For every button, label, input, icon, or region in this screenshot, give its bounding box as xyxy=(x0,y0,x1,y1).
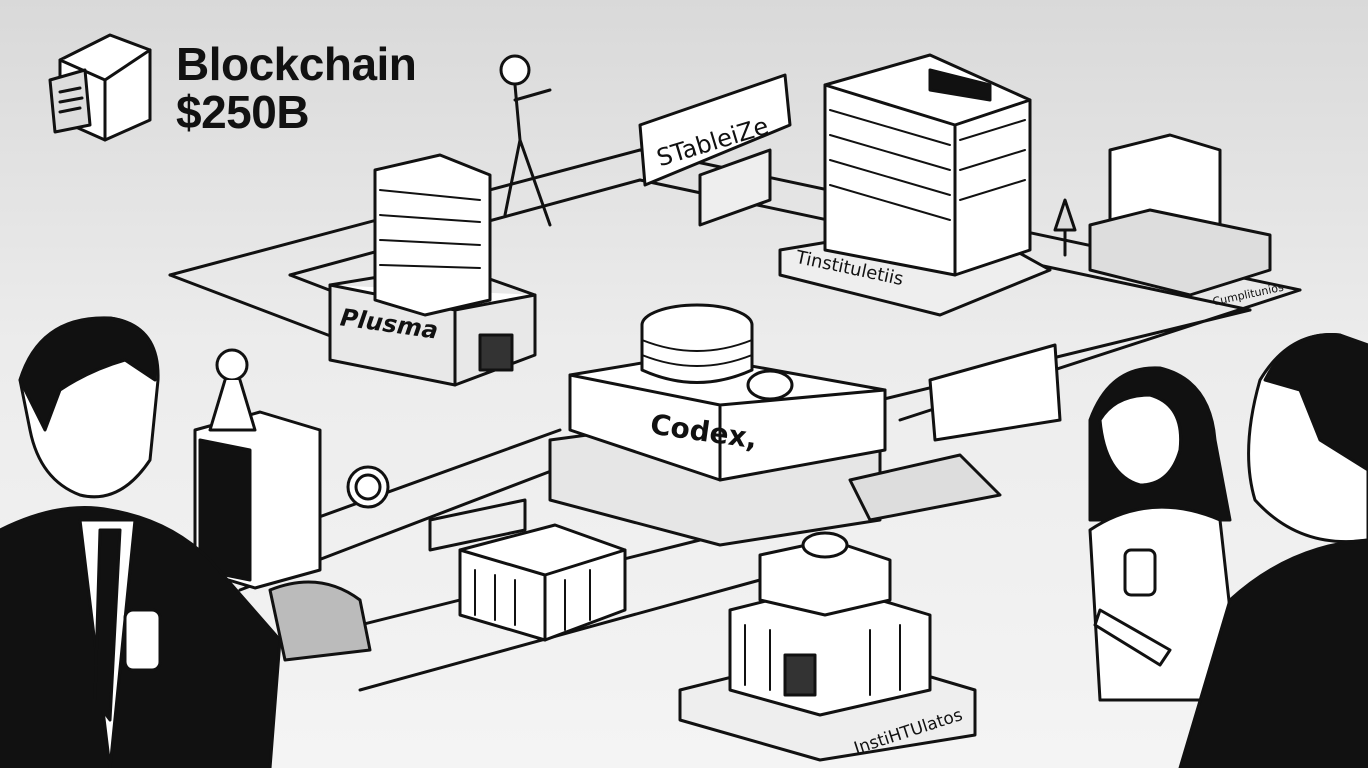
plusma-building xyxy=(328,153,537,387)
capitol-building xyxy=(678,531,977,762)
left-building xyxy=(193,348,322,590)
woman-right xyxy=(1088,366,1242,702)
stableize-sign xyxy=(638,73,792,227)
codex-platform xyxy=(548,303,887,547)
compliance-building xyxy=(1053,133,1272,297)
logo-icon xyxy=(48,33,152,142)
page-title: Blockchain $250B xyxy=(176,38,417,138)
title-line-1: Blockchain xyxy=(176,38,417,90)
coin-icon xyxy=(346,465,390,509)
title-line-2: $250B xyxy=(176,86,310,138)
businessman-left xyxy=(0,316,372,768)
walking-person xyxy=(499,54,552,227)
businessman-right xyxy=(1093,333,1368,768)
tower-building xyxy=(778,53,1052,317)
bank-building xyxy=(428,498,627,642)
crypto-screen xyxy=(848,343,1062,522)
